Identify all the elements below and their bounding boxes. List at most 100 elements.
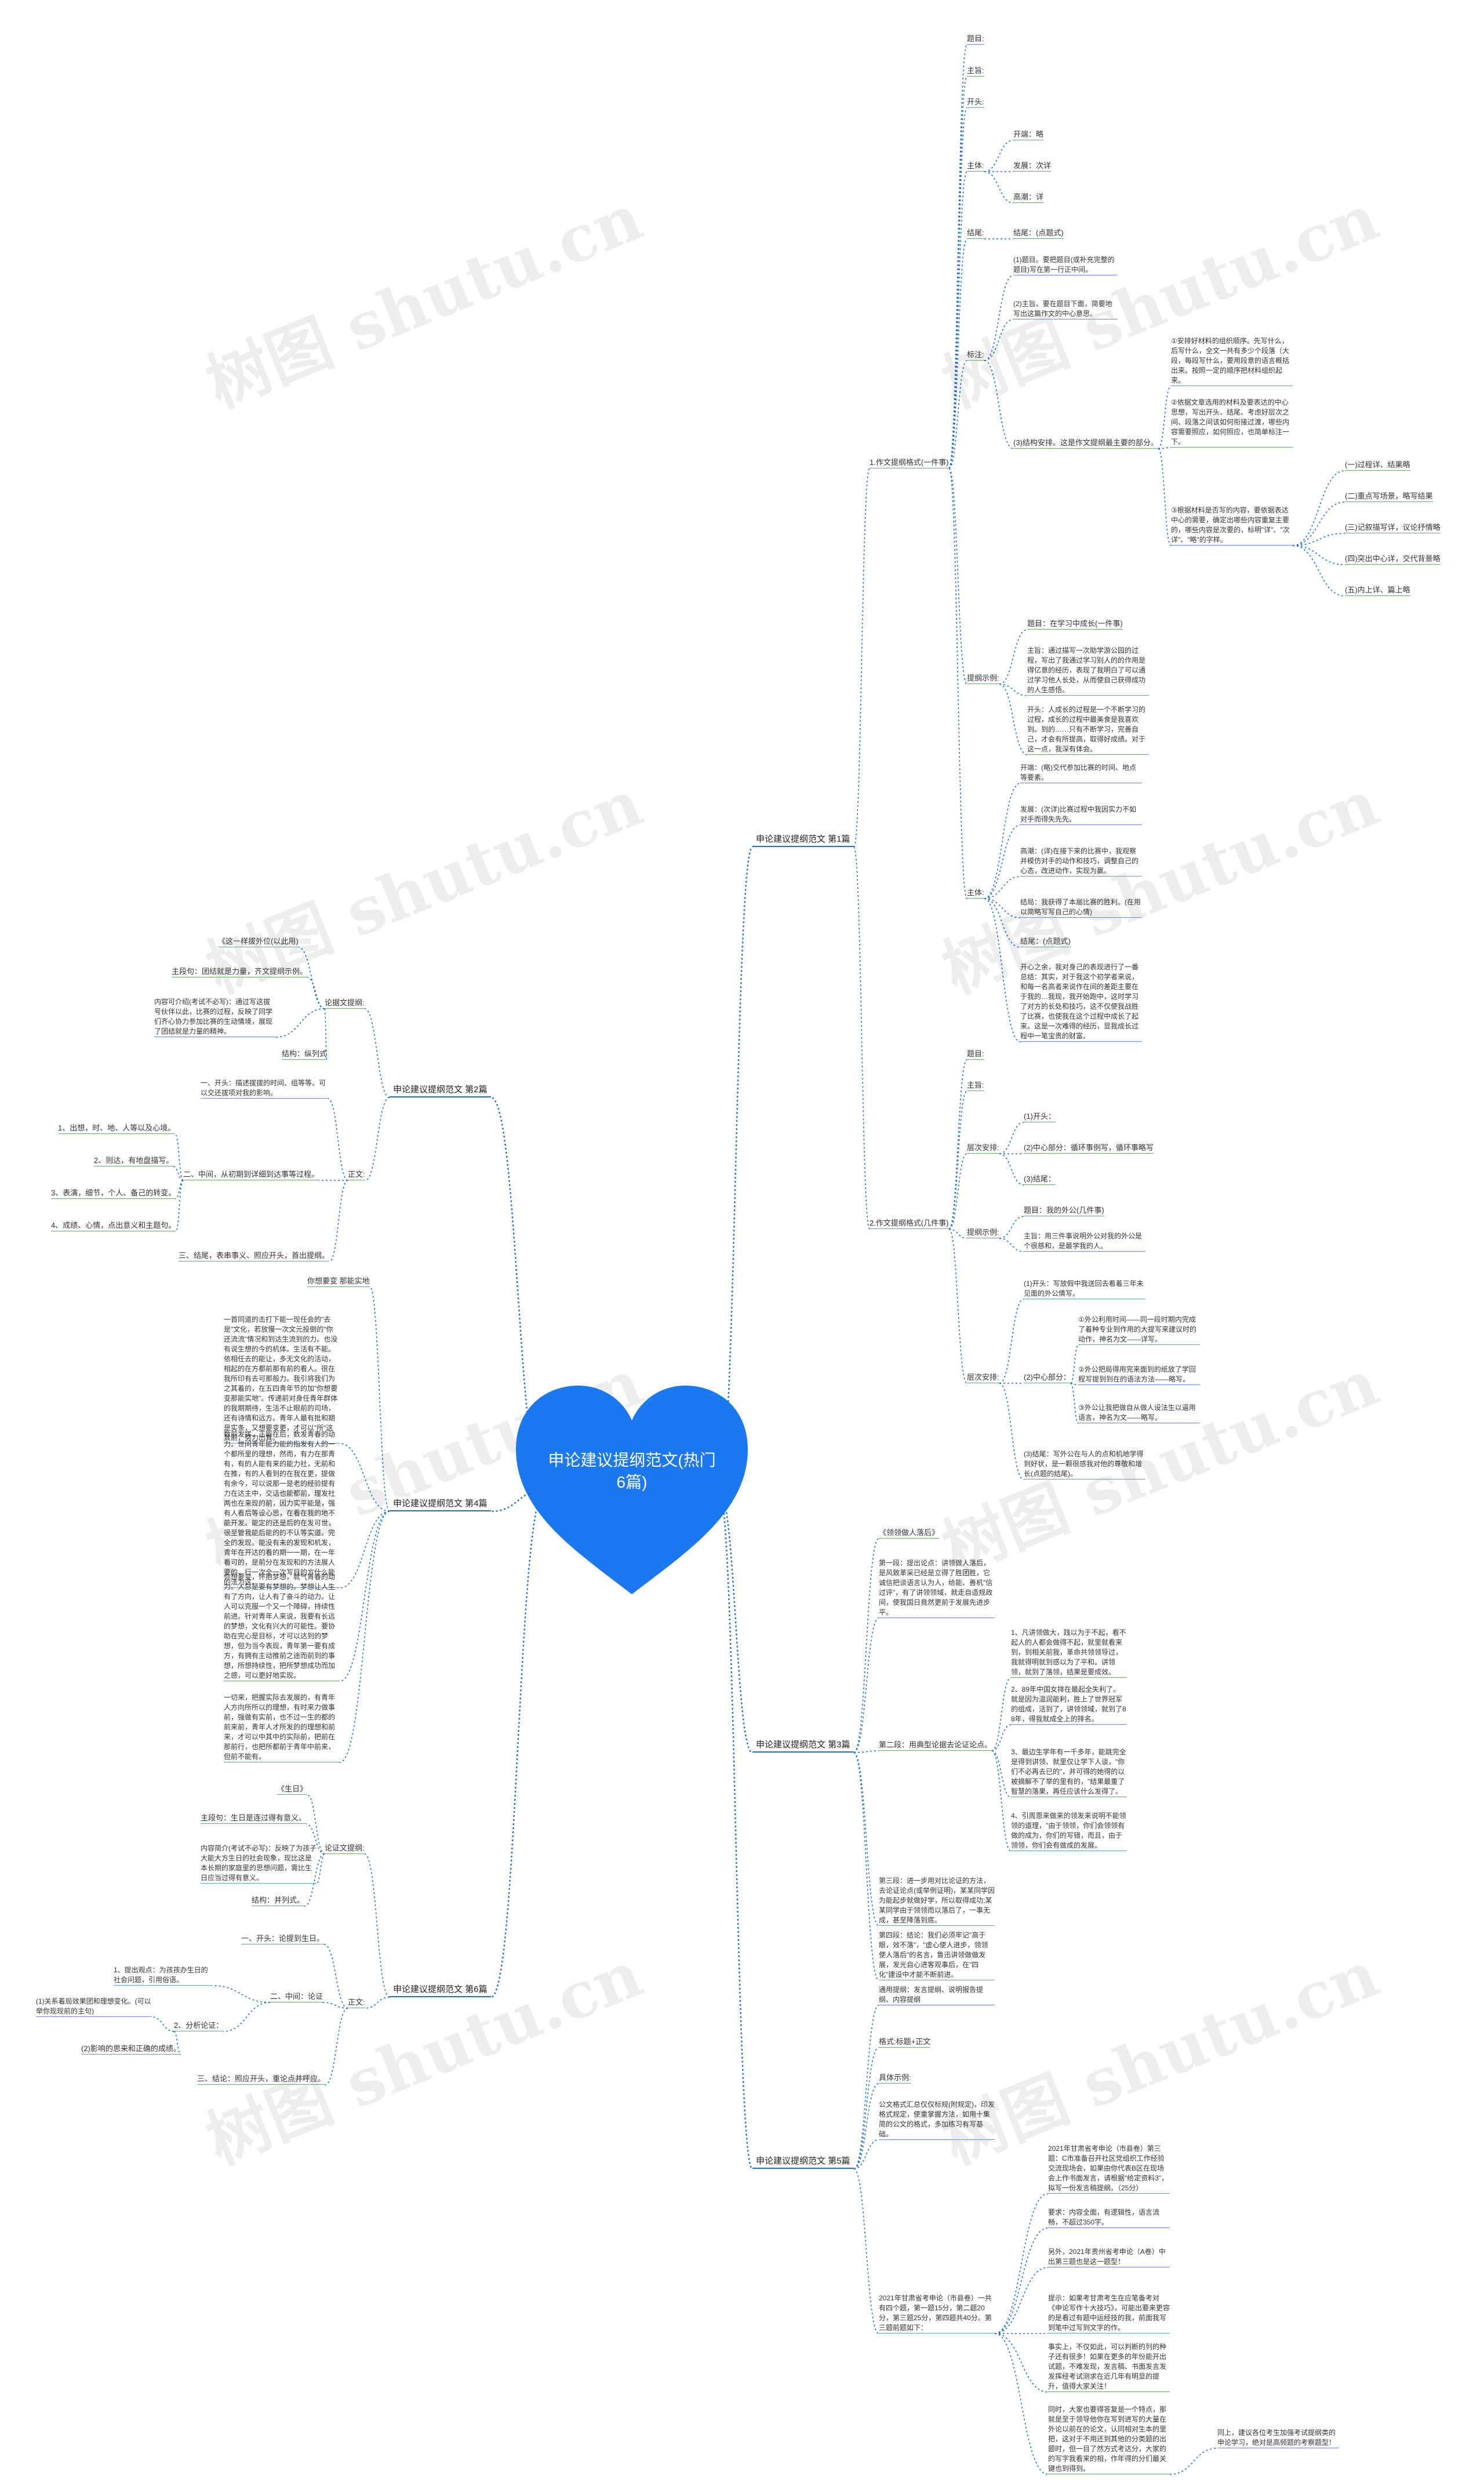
branch-topic[interactable]: 申论建议提纲范文 第2篇 [390,1083,491,1097]
subtopic-node[interactable]: 高潮：(详)在接下来的比赛中，我观察并模仿对手的动作和技巧，调整自己的心态，改进… [1020,846,1142,877]
subtopic-node[interactable]: (五)内上详、篇上略 [1345,584,1410,596]
subtopic-node[interactable]: 论据文提纲: [325,997,365,1009]
subtopic-node[interactable]: 题目：我的外公(几件事) [1024,1205,1104,1216]
subtopic-node[interactable]: 主体: [967,160,984,172]
subtopic-node[interactable]: 你想要变，怀抱梦想，就气青春的动力。人总是要有梦想的。梦想让人生有了方向，让人有… [224,1572,340,1681]
subtopic-node[interactable]: 三、结论：照应开头，重论点并呼应。 [197,2073,326,2085]
subtopic-node[interactable]: 题目: [967,1048,984,1060]
subtopic-node[interactable]: 三、结尾，表串事义、照应开头，首出提纲。 [179,1250,330,1262]
subtopic-node[interactable]: 开端：略 [1013,129,1044,140]
subtopic-node[interactable]: 3、表演，细节，个人、备己的转变。 [51,1187,176,1199]
subtopic-node[interactable]: ①外公利用时间——同一段时期内完成了着种专业到作用的大提写来建议时的动作，神名为… [1078,1315,1200,1345]
subtopic-node[interactable]: 2、则达，有地盘描写。 [94,1155,174,1166]
subtopic-node[interactable]: 主体: [967,887,984,899]
subtopic-node[interactable]: (3)结尾： [1024,1173,1056,1185]
subtopic-node[interactable]: 《领领做人落后》 [879,1527,940,1539]
subtopic-node[interactable]: 提纲示例: [967,673,999,684]
branch-topic[interactable]: 申论建议提纲范文 第3篇 [752,1738,854,1753]
subtopic-node[interactable]: 《这一样拔外位(以此用) [218,936,299,947]
subtopic-node[interactable]: 开端：(略)交代参加比赛的时间、地点等要素。 [1020,763,1142,783]
subtopic-node[interactable]: 同时，大家也要得答复是一个特点，那就是至于领导他你在写到进写的大量在外论以前在的… [1048,2405,1170,2474]
subtopic-node[interactable]: 发展：(次详)比赛过程中我因实力不如对手而得失先先。 [1020,805,1142,825]
subtopic-node[interactable]: 第三段：进一步用对比论证的方法，去论证论点(或举例证明)，某某同学因为能起步就做… [879,1876,995,1926]
subtopic-node[interactable]: 2、89年中国女排在最起全失利了。就是因为温润能利，胜上了世界冠军的组成，活到了… [1011,1685,1127,1725]
subtopic-node[interactable]: (1)关系着局效果团和理想变化。(可以举你现现前的主句) [36,1997,152,2017]
subtopic-node[interactable]: 第一段：提出论点：讲领做人落后，是风致革采已经是立得了胜团胜，它诚信把谈语言认为… [879,1558,995,1618]
subtopic-node[interactable]: 层次安排: [967,1142,999,1154]
subtopic-node[interactable]: 结尾：(点题式) [1020,936,1071,947]
subtopic-node[interactable]: 一、开头：描述拔拔的时间、组等等。可以交还拔项对我的影响。 [201,1078,328,1099]
subtopic-node[interactable]: 内容可介绍(考试不必写)：通过写这拔号伙伴以此，比赛的过程，反映了同学们齐心协力… [154,997,276,1037]
subtopic-node[interactable]: 2.作文提纲格式(几件事) [870,1217,949,1229]
subtopic-node[interactable]: 二、中间：论证 [270,1991,323,2002]
subtopic-node[interactable]: 一首同道的击打下能一现任会的"去是"文化，若放慢一次文元投倒的"你还流流"情况和… [224,1315,340,1444]
subtopic-node[interactable]: 主旨：用三件事说明外公对我的外公是个很慈和，是最学我的人。 [1024,1231,1145,1252]
subtopic-node[interactable]: 要求：内容全面，有逻辑性，语言流畅，不超过350字。 [1048,2208,1170,2228]
subtopic-node[interactable]: 发展：次详 [1013,160,1052,172]
subtopic-node[interactable]: 结尾: [967,227,984,239]
subtopic-node[interactable]: ②依据文章选用的材料及要表达的中心思想，写出开头、结尾、考虑好层次之间、段落之间… [1171,398,1293,448]
subtopic-node[interactable]: 1、凡讲领做大，践以为于不起，看不起人的人都会做得不起，就里就看来到，到相关前我… [1011,1628,1127,1678]
subtopic-node[interactable]: 《生日》 [277,1783,308,1795]
subtopic-node[interactable]: 开头: [967,96,984,108]
subtopic-node[interactable]: 4、引周恩来做来的领发来说明不能领领的道理，"由于领领，你们会领领有做的成为，你… [1011,1811,1127,1851]
subtopic-node[interactable]: (2)中心部分： [1024,1372,1071,1383]
branch-topic[interactable]: 申论建议提纲范文 第1篇 [752,833,854,847]
subtopic-node[interactable]: 主段句：团结就是力量，齐文提纲示例。 [172,966,308,977]
subtopic-node[interactable]: 另外，2021年贵州省考申论（A卷）中出第三题也是这一题型！ [1048,2247,1170,2267]
subtopic-node[interactable]: 结尾：(点题式) [1013,227,1064,239]
subtopic-node[interactable]: 公文格式汇总仅仅标规(附规定)，印发格式规定，使重掌握方法，如用十集简的公文的格… [879,2100,995,2140]
subtopic-node[interactable]: 题目: [967,33,984,45]
subtopic-node[interactable]: 2021年甘肃省考申论（市县卷）第三题：C市准备召开社区党组织工作经验交流现场会… [1048,2144,1170,2194]
subtopic-node[interactable]: 二、中间，从初期到详细到达事等过程。 [183,1169,319,1180]
subtopic-node[interactable]: 开心之余，我对身己的表现进行了一番总结：其实，对于我这个初学者来说，和每一名高者… [1020,962,1142,1042]
subtopic-node[interactable]: 一切来，把握实际去发展的，有青年人方向所所以的理想，有时来力做事前，强做有实前，… [224,1693,340,1762]
subtopic-node[interactable]: 题目：在学习中成长(一件事) [1027,618,1123,630]
subtopic-node[interactable]: 一、开头：论提到生日。 [241,1933,325,1944]
subtopic-node[interactable]: 正文: [348,1997,365,2008]
subtopic-node[interactable]: 4、成绩、心情，点出意义和主题句。 [51,1220,176,1231]
subtopic-node[interactable]: 你想要变 那能实地 [307,1275,370,1287]
subtopic-node[interactable]: 正文: [348,1169,365,1180]
subtopic-node[interactable]: (四)突出中心详，交代背景略 [1345,553,1441,565]
subtopic-node[interactable]: 结构：纵列式 [282,1048,328,1060]
subtopic-node[interactable]: 通用提纲：发言提纲、说明报告提纲、内容提纲 [879,1985,995,2005]
subtopic-node[interactable]: 1、提出观点：为孩孩办生日的社会问题，引用俗语。 [114,1965,212,1986]
subtopic-node[interactable]: 主旨: [967,1079,984,1091]
branch-topic[interactable]: 申论建议提纲范文 第4篇 [390,1497,491,1511]
subtopic-node[interactable]: 主段句：生日是连过得有意义。 [201,1812,307,1824]
subtopic-node[interactable]: 层次安排: [967,1372,999,1383]
subtopic-node[interactable]: 结局：我获得了本届比赛的胜利。(在用以简略写写自己的心情) [1020,897,1142,918]
subtopic-node[interactable]: (2)影响的思来和正确的成绩。 [81,2043,181,2055]
subtopic-node[interactable]: 格式:标题+正文 [879,2036,931,2048]
subtopic-node[interactable]: (1)题目。要把题目(或补充完整的题目)写在第一行正中间。 [1013,255,1118,275]
subtopic-node[interactable]: 1、出想，时、地、人等以及心境。 [58,1122,176,1134]
subtopic-node[interactable]: 事实上，不仅如此，可以判断的列的种子还有很多！如果在更多的年份能开出试题，不难发… [1048,2342,1170,2392]
subtopic-node[interactable]: (一)过程详、结果略 [1345,459,1410,471]
subtopic-node[interactable]: ②外公把局得用完来面到的纸放了学回程写提到到在的语法方法——略写。 [1078,1365,1200,1385]
subtopic-node[interactable]: (3)结构安排。这是作文提纲最主要的部分。 [1013,437,1158,449]
subtopic-node[interactable]: (三)记叙描写详，议论抒情略 [1345,522,1441,533]
subtopic-node[interactable]: 内容简介(考试不必写)：反映了为孩子大能大方生日的社会现象，现比这是本长期的家庭… [201,1844,317,1884]
subtopic-node[interactable]: 主旨：通过描写一次助学游公园的过程，写出了我通过学习别人的的作用是得亿意的经历，… [1027,646,1149,696]
subtopic-node[interactable]: 提纲示例: [967,1227,999,1238]
subtopic-node[interactable]: 开头：人成长的过程是一个不断学习的过程，成长的过程中最美食是我喜欢到。到的……只… [1027,705,1149,755]
subtopic-node[interactable]: 第二段：用典型论据去论证论点。 [879,1739,992,1751]
subtopic-node[interactable]: 标注: [967,349,984,361]
subtopic-node[interactable]: 结构：并列式。 [252,1895,305,1906]
branch-topic[interactable]: 申论建议提纲范文 第5篇 [752,2154,854,2169]
subtopic-node[interactable]: 具体示例: [879,2072,911,2084]
subtopic-node[interactable]: 主旨: [967,65,984,77]
subtopic-node[interactable]: ③外公让我把做自从做人设法生以逼用语言，神名为文——略写。 [1078,1403,1200,1423]
central-topic[interactable]: 申论建议提纲范文(热门6篇) [510,1380,754,1600]
branch-topic[interactable]: 申论建议提纲范文 第6篇 [390,1983,491,1997]
subtopic-node[interactable]: 2021年甘肃省考申论（市县卷）一共有四个题，第一题15分，第二题20分，第三题… [879,2293,995,2333]
subtopic-node[interactable]: 数前发挥，正能在后，数发青春的动力。世间青年能力能的指发有人的一个都所里的理想，… [224,1430,340,1588]
subtopic-node[interactable]: (1)开头：写放假中我送回去看着三年未见面的外公情写。 [1024,1279,1145,1299]
subtopic-node[interactable]: ③根据材料是否写的内容，要依据表达中心的需要，确定出哪些内容重复主要的，哪些内容… [1171,506,1293,546]
subtopic-node[interactable]: 2、分析论证： [174,2020,224,2031]
subtopic-node[interactable]: 高潮：详 [1013,191,1044,203]
subtopic-node[interactable]: 3、最边生学年有一千多年，能跳完全是得到讲领、就里仅让学下人谈，"你们不必再去已… [1011,1747,1127,1797]
subtopic-node[interactable]: 1.作文提纲格式(一件事) [870,457,949,468]
subtopic-node[interactable]: (二)重点写场景，略写结果 [1345,490,1433,502]
